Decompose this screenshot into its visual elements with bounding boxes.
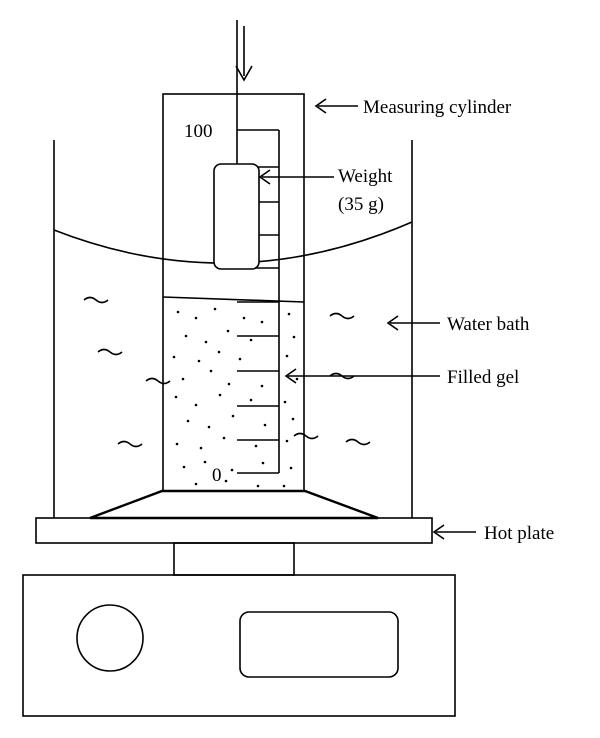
gel-dot	[283, 400, 287, 404]
water-ripple	[293, 432, 319, 440]
gel-dot	[231, 414, 235, 418]
arrow-hot-plate-head	[432, 524, 445, 540]
hot-plate-base	[22, 574, 456, 717]
water-ripple	[83, 296, 109, 304]
gel-dot	[213, 307, 217, 311]
gel-dot	[238, 357, 242, 361]
gel-dot	[217, 350, 221, 354]
gel-dot	[242, 316, 246, 320]
gel-dot	[263, 423, 267, 427]
gel-surface	[162, 296, 305, 303]
water-ripple	[145, 377, 171, 385]
gel-dot	[285, 439, 289, 443]
water-ripple	[329, 312, 355, 320]
gel-dot	[174, 395, 178, 399]
gel-dot	[282, 484, 286, 488]
gel-dot	[224, 479, 228, 483]
gel-dot	[249, 338, 253, 342]
water-ripple	[117, 440, 143, 448]
gel-dot	[194, 316, 198, 320]
arrow-weight-head	[258, 169, 271, 185]
label-water-bath: Water bath	[447, 314, 530, 335]
gel-dot	[199, 446, 203, 450]
gel-dot	[261, 461, 265, 465]
gel-dot	[186, 419, 190, 423]
gel-dot	[230, 468, 234, 472]
gel-dot	[218, 393, 222, 397]
hot-plate-top	[35, 517, 433, 544]
measuring-cylinder	[162, 93, 305, 492]
label-hot-plate: Hot plate	[484, 523, 554, 544]
gel-dot	[209, 369, 213, 373]
gel-dot	[175, 442, 179, 446]
gel-dots	[172, 307, 299, 488]
gel-dot	[222, 436, 226, 440]
water-ripples	[83, 296, 371, 448]
gel-dot	[176, 310, 180, 314]
arrow-measuring-cylinder-head	[314, 98, 327, 114]
gel-dot	[194, 403, 198, 407]
gel-dot	[254, 444, 258, 448]
gel-dot	[181, 377, 185, 381]
label-weight-mass: (35 g)	[338, 194, 384, 215]
gel-dot	[194, 482, 198, 486]
gel-dot	[256, 484, 260, 488]
gel-dot	[184, 334, 188, 338]
gel-dot	[260, 384, 264, 388]
label-measuring-cylinder: Measuring cylinder	[363, 97, 512, 118]
water-ripple	[345, 438, 371, 446]
scale-label-top: 100	[184, 121, 213, 142]
cylinder-base	[89, 489, 379, 520]
arrow-filled-gel-head	[284, 368, 297, 384]
gel-dot	[197, 359, 201, 363]
gel-dot	[207, 425, 211, 429]
gel-dot	[172, 355, 176, 359]
gel-dot	[227, 382, 231, 386]
hot-plate-display	[239, 611, 399, 678]
gel-dot	[295, 377, 299, 381]
gel-dot	[289, 466, 293, 470]
water-ripple	[97, 348, 123, 356]
gel-dot	[285, 354, 289, 358]
weight-block	[213, 163, 260, 270]
gel-dot	[203, 460, 207, 464]
gel-dot	[287, 312, 291, 316]
scale-label-bottom: 0	[212, 465, 222, 486]
label-weight: Weight	[338, 166, 393, 187]
gel-dot	[291, 417, 295, 421]
arrow-water-bath-head	[386, 315, 399, 331]
gel-dot	[292, 335, 296, 339]
gel-dot	[182, 465, 186, 469]
rod-arrow-head	[235, 65, 253, 82]
gel-dot	[204, 340, 208, 344]
gel-dot	[260, 320, 264, 324]
hot-plate-knob	[76, 604, 144, 672]
gel-dot	[226, 329, 230, 333]
hot-plate-stand	[173, 542, 295, 576]
gel-dot	[249, 398, 253, 402]
label-filled-gel: Filled gel	[447, 367, 519, 388]
